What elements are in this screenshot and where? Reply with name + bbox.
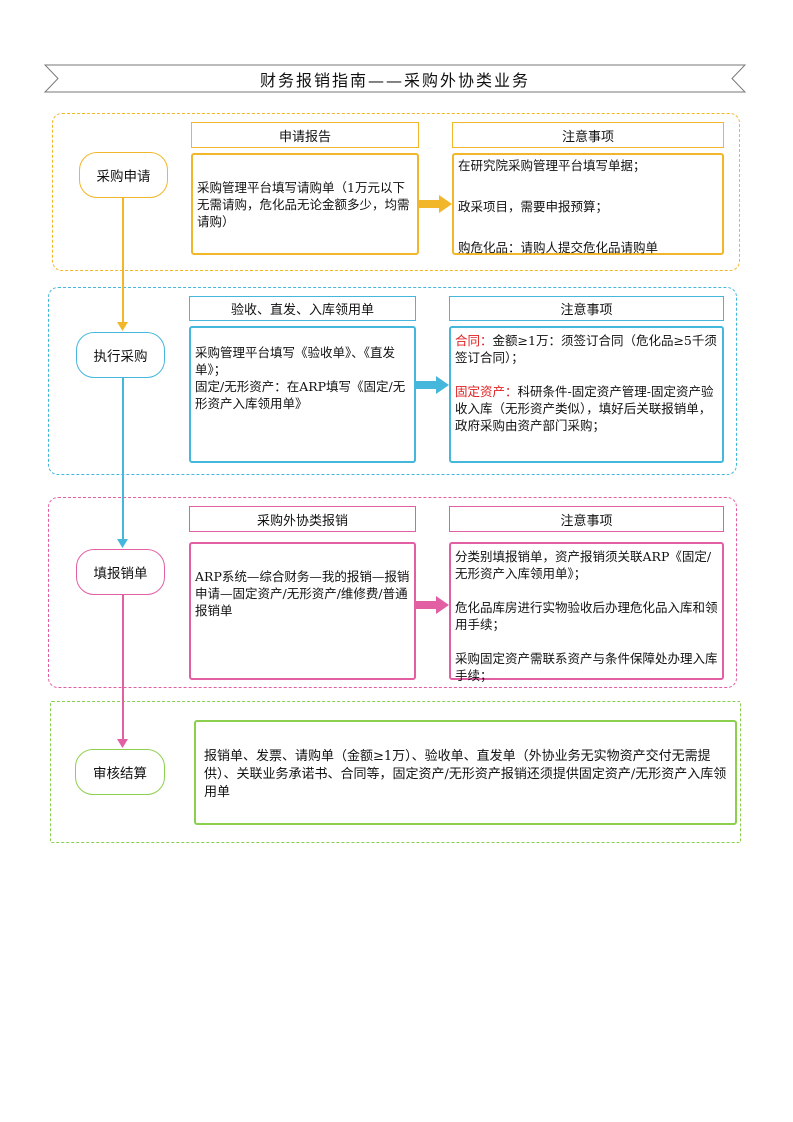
note-label: 合同： [455, 333, 493, 348]
note: 政采项目，需要申报预算； [458, 199, 609, 214]
section-fill-reimbursement [48, 497, 737, 688]
note: 合同：金额≥1万：须签订合同（危化品≥5千须签订合同）； [455, 333, 717, 365]
content-text: 报销单、发票、请购单（金额≥1万）、验收单、直发单（外协业务无实物资产交付无需提… [204, 749, 727, 800]
step-fill-reimbursement: 填报销单 [76, 549, 165, 595]
arrow-right-icon [416, 596, 449, 614]
content-text: 采购管理平台填写《验收单》、《直发单》； [195, 345, 396, 377]
section-purchase-request [52, 113, 740, 271]
page-title: 财务报销指南——采购外协类业务 [259, 70, 530, 90]
note: 购危化品：请购人提交危化品请购单 [458, 240, 659, 255]
content-box: 采购管理平台填写《验收单》、《直发单》； 固定/无形资产：在ARP填写《固定/无… [189, 326, 416, 463]
arrow-right-icon [419, 195, 452, 213]
note: 固定资产：科研条件-固定资产管理-固定资产验收入库（无形资产类似），填好后关联报… [455, 384, 714, 433]
content-text: ARP系统—综合财务—我的报销—报销申请—固定资产/无形资产/维修费/普通报销单 [195, 569, 410, 618]
step-purchase-request: 采购申请 [79, 152, 168, 198]
note: 分类别填报销单，资产报销须关联ARP《固定/无形资产入库领用单》； [455, 549, 712, 581]
section-audit-settlement [50, 701, 741, 843]
connector-line [122, 595, 124, 741]
arrow-down-icon [117, 322, 128, 331]
content-box: ARP系统—综合财务—我的报销—报销申请—固定资产/无形资产/维修费/普通报销单 [189, 542, 416, 680]
note: 采购固定资产需联系资产与条件保障处办理入库手续； [455, 651, 718, 683]
step-audit-settlement: 审核结算 [75, 749, 165, 795]
content-box: 报销单、发票、请购单（金额≥1万）、验收单、直发单（外协业务无实物资产交付无需提… [194, 720, 737, 825]
arrow-right-icon [416, 376, 449, 394]
section-header: 采购外协类报销 [189, 506, 416, 532]
title-banner [44, 64, 746, 93]
notes-header: 注意事项 [452, 122, 724, 148]
connector-line [122, 378, 124, 541]
section-execute-purchase [48, 287, 737, 475]
notes-header: 注意事项 [449, 296, 724, 321]
step-execute-purchase: 执行采购 [76, 332, 165, 378]
content-text: 采购管理平台填写请购单（1万元以下无需请购，危化品无论金额多少，均需请购） [197, 179, 410, 229]
section-header: 验收、直发、入库领用单 [189, 296, 416, 321]
note-label: 固定资产： [455, 384, 518, 399]
arrow-down-icon [117, 539, 128, 548]
notes-box: 分类别填报销单，资产报销须关联ARP《固定/无形资产入库领用单》； 危化品库房进… [449, 542, 724, 683]
arrow-down-icon [117, 739, 128, 748]
section-header: 申请报告 [191, 122, 419, 148]
note: 危化品库房进行实物验收后办理危化品入库和领用手续； [455, 600, 718, 632]
notes-box: 合同：金额≥1万：须签订合同（危化品≥5千须签订合同）； 固定资产：科研条件-固… [449, 326, 724, 463]
content-text: 固定/无形资产：在ARP填写《固定/无形资产入库领用单》 [195, 379, 406, 411]
notes-box: 在研究院采购管理平台填写单据； 政采项目，需要申报预算； 购危化品：请购人提交危… [452, 153, 724, 255]
note: 在研究院采购管理平台填写单据； [458, 158, 646, 173]
connector-line [122, 198, 124, 324]
content-box: 采购管理平台填写请购单（1万元以下无需请购，危化品无论金额多少，均需请购） [191, 153, 419, 255]
notes-header: 注意事项 [449, 506, 724, 532]
